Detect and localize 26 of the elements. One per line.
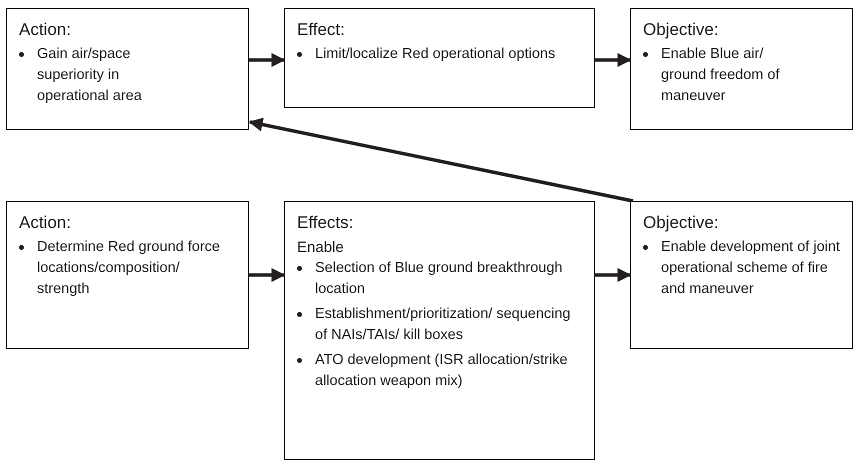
box-text: Enable xyxy=(297,238,345,258)
arrow xyxy=(249,53,286,67)
bullet-text: Gain air/space superiority in operational area xyxy=(37,45,143,106)
bullet-text: Limit/localize Red operational options xyxy=(315,45,556,64)
box-heading: Action: xyxy=(19,19,72,41)
text-box xyxy=(284,201,595,460)
arrow xyxy=(595,53,632,67)
text-box xyxy=(630,8,853,130)
text-box xyxy=(284,8,595,108)
bullet-text: Enable development of joint operational scheme of fire and maneuver xyxy=(661,238,840,299)
text-box xyxy=(630,201,853,349)
bullet-text: Enable Blue air/ ground freedom of maneuver xyxy=(661,45,780,106)
bullet-text: Selection of Blue ground breakthrough location xyxy=(315,259,564,299)
text-box xyxy=(6,201,249,349)
arrow xyxy=(249,268,286,282)
box-heading: Effects: xyxy=(297,212,354,234)
box-heading: Action: xyxy=(19,212,72,234)
bullet-text: Determine Red ground force locations/composition/ strength xyxy=(37,238,221,299)
text-box xyxy=(6,8,249,130)
box-heading: Effect: xyxy=(297,19,346,41)
arrow xyxy=(248,118,634,203)
arrow xyxy=(595,268,632,282)
bullet-text: Establishment/prioritization/ sequencing of NAIs/TAIs/ kill boxes xyxy=(315,305,572,345)
box-heading: Objective: xyxy=(643,19,720,41)
box-heading: Objective: xyxy=(643,212,720,234)
bullet-text: ATO development (ISR allocation/strike allocation weapon mix) xyxy=(315,351,569,391)
